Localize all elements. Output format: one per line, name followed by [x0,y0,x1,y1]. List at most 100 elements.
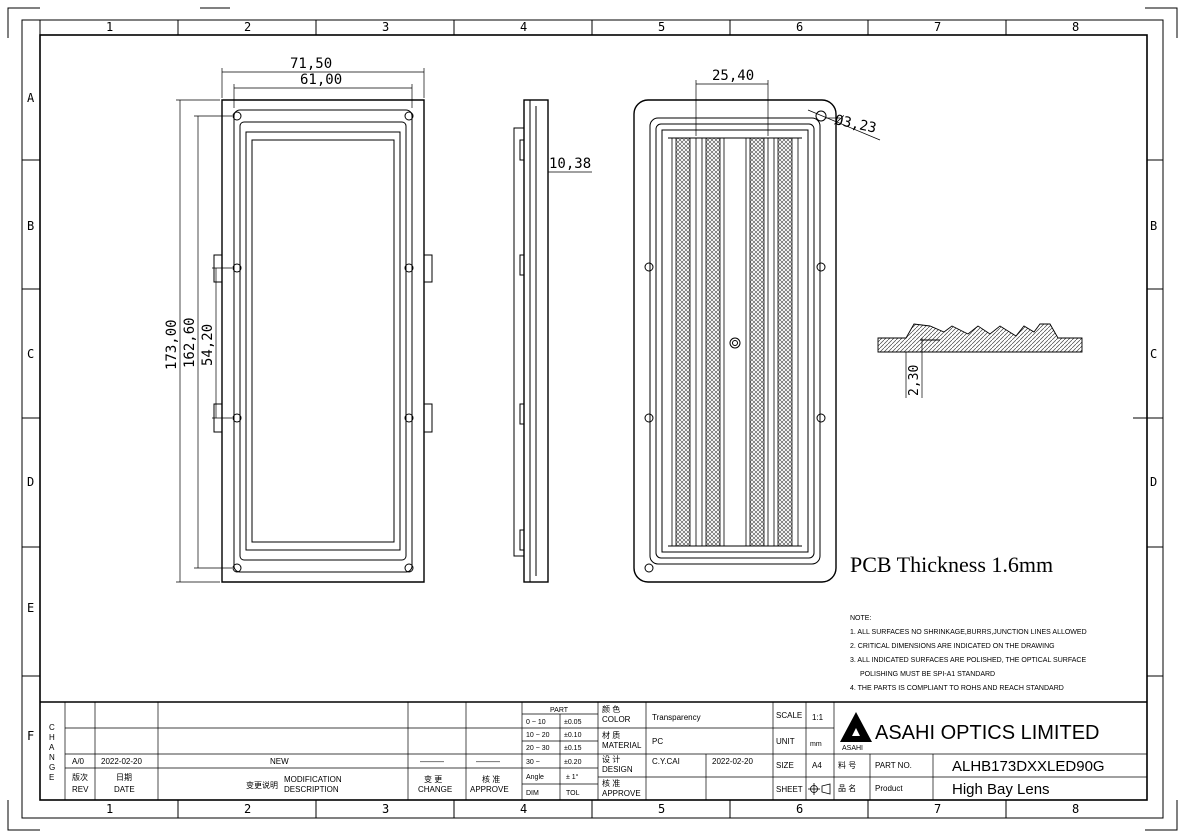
col-label-top: 6 [796,20,803,34]
zone-frame [21,19,1164,819]
size-label: SIZE [776,761,794,770]
col-label-top: 5 [658,20,665,34]
side-letter: H [49,733,55,742]
row-label-left: F [27,729,34,743]
dim-thickness: 10,38 [549,156,591,172]
title-block-grid [40,701,1147,800]
lens-view [633,99,837,583]
section-view [877,323,1083,398]
tol-value: ±0.05 [564,719,582,726]
dim-lens-width: 25,40 [712,68,754,84]
tol-range: 20 ~ 30 [526,745,550,752]
scale-label: SCALE [776,711,802,720]
revision-value: A/0 [72,757,85,766]
partno-label: PART NO. [875,761,912,770]
note-item: 3. ALL INDICATED SURFACES ARE POLISHED, … [850,657,1086,664]
note-item: 2. CRITICAL DIMENSIONS ARE INDICATED ON … [850,643,1055,650]
hdr-date-cn: 日期 [116,773,132,782]
projection-symbol-icon [808,783,831,795]
properties: 颜 色 COLOR Transparency 材 质 MATERIAL PC 设… [602,704,824,798]
col-label-bottom: 7 [934,802,941,816]
side-letter: G [49,763,55,772]
tol-value: ±0.20 [564,759,582,766]
tol-range: Angle [526,774,544,781]
row-label-left: E [27,601,34,615]
col-label-top: 4 [520,20,527,34]
side-letter: C [49,723,55,732]
design-label: DESIGN [602,765,633,774]
design-cn: 设 计 [602,754,620,764]
tolerance-table: PART 0 ~ 10 ±0.05 10 ~ 20 ±0.10 20 ~ 30 … [526,707,582,797]
note-item: 4. THE PARTS IS COMPLIANT TO ROHS AND RE… [850,685,1064,692]
tol-range: 10 ~ 20 [526,732,550,739]
lens-view-dimension-lines [695,80,881,141]
unit-label: UNIT [776,737,795,746]
revision-headers: 版次 REV 日期 DATE 变更说明 MODIFICATION DESCRIP… [72,772,509,794]
dim-hole-diameter: Ø3,23 [833,112,878,136]
tol-value: ±0.15 [564,745,582,752]
change-side-label: C H A N G E [49,723,55,782]
zone-labels: 1 2 3 4 5 6 7 8 1 2 3 4 5 6 7 8 A B C D … [27,20,1157,816]
trim-marks [7,7,1178,831]
row-label-left: A [27,91,35,105]
material-label: MATERIAL [602,741,642,750]
revision-row: A/0 2022-02-20 NEW ——— ——— [72,757,500,766]
scale-value: 1:1 [812,713,824,722]
tol-tol: TOL [566,790,580,797]
hdr-rev-cn: 版次 [72,772,88,782]
side-letter: E [49,773,54,782]
row-label-left: B [27,219,34,233]
tol-value: ±0.10 [564,732,582,739]
dim-overall-height: 173,00 [164,319,180,370]
col-label-bottom: 4 [520,802,527,816]
dim-overall-width: 71,50 [290,56,332,72]
col-label-bottom: 8 [1072,802,1079,816]
hdr-rev: REV [72,785,89,794]
front-view [176,68,433,583]
revision-date: 2022-02-20 [101,757,142,766]
tol-range: 0 ~ 10 [526,719,546,726]
hdr-approve-cn: 核 准 [482,774,500,784]
company-name: ASAHI OPTICS LIMITED [875,722,1099,744]
part-number: ALHB173DXXLED90G [952,758,1105,775]
tolerance-title: PART [550,707,569,714]
mounting-tabs [213,111,433,573]
row-label-right: B [1150,219,1157,233]
designer: C.Y.CAI [652,757,680,766]
color-value: Transparency [652,713,701,722]
company-logo: ASAHI ASAHI OPTICS LIMITED [840,712,1099,752]
dim-hole-span: 162,60 [182,317,198,368]
dim-inner-width: 61,00 [300,72,342,88]
side-view [513,99,592,583]
col-label-top: 3 [382,20,389,34]
material-value: PC [652,737,663,746]
partno-cn: 料 号 [838,760,856,770]
hdr-desc: MODIFICATION [284,775,342,784]
product-cn: 品 名 [838,783,856,793]
tol-value: ± 1° [566,773,579,781]
hdr-date: DATE [114,785,135,794]
note-item: POLISHING MUST BE SPI-A1 STANDARD [860,671,995,678]
unit-value: mm [810,741,822,748]
product-label: Product [875,784,903,793]
col-label-bottom: 1 [106,802,113,816]
row-label-right: C [1150,347,1157,361]
tol-dim: DIM [526,790,539,797]
revision-approve-sign: ——— [476,757,500,766]
approve-label: APPROVE [602,789,641,798]
sheet-label: SHEET [776,785,803,794]
hdr-desc: DESCRIPTION [284,785,339,794]
tol-range: 30 ~ [526,759,540,766]
col-label-top: 7 [934,20,941,34]
col-label-top: 1 [106,20,113,34]
product-name: High Bay Lens [952,781,1050,798]
row-label-left: C [27,347,34,361]
hdr-change-cn: 变 更 [424,774,442,784]
revision-description: NEW [270,757,289,766]
notes: NOTE: 1. ALL SURFACES NO SHRINKAGE,BURRS… [850,615,1087,692]
front-view-dimensions: 71,50 61,00 173,00 162,60 54,20 [164,56,342,370]
side-letter: A [49,743,55,752]
col-label-bottom: 6 [796,802,803,816]
lens-strips [671,137,799,547]
